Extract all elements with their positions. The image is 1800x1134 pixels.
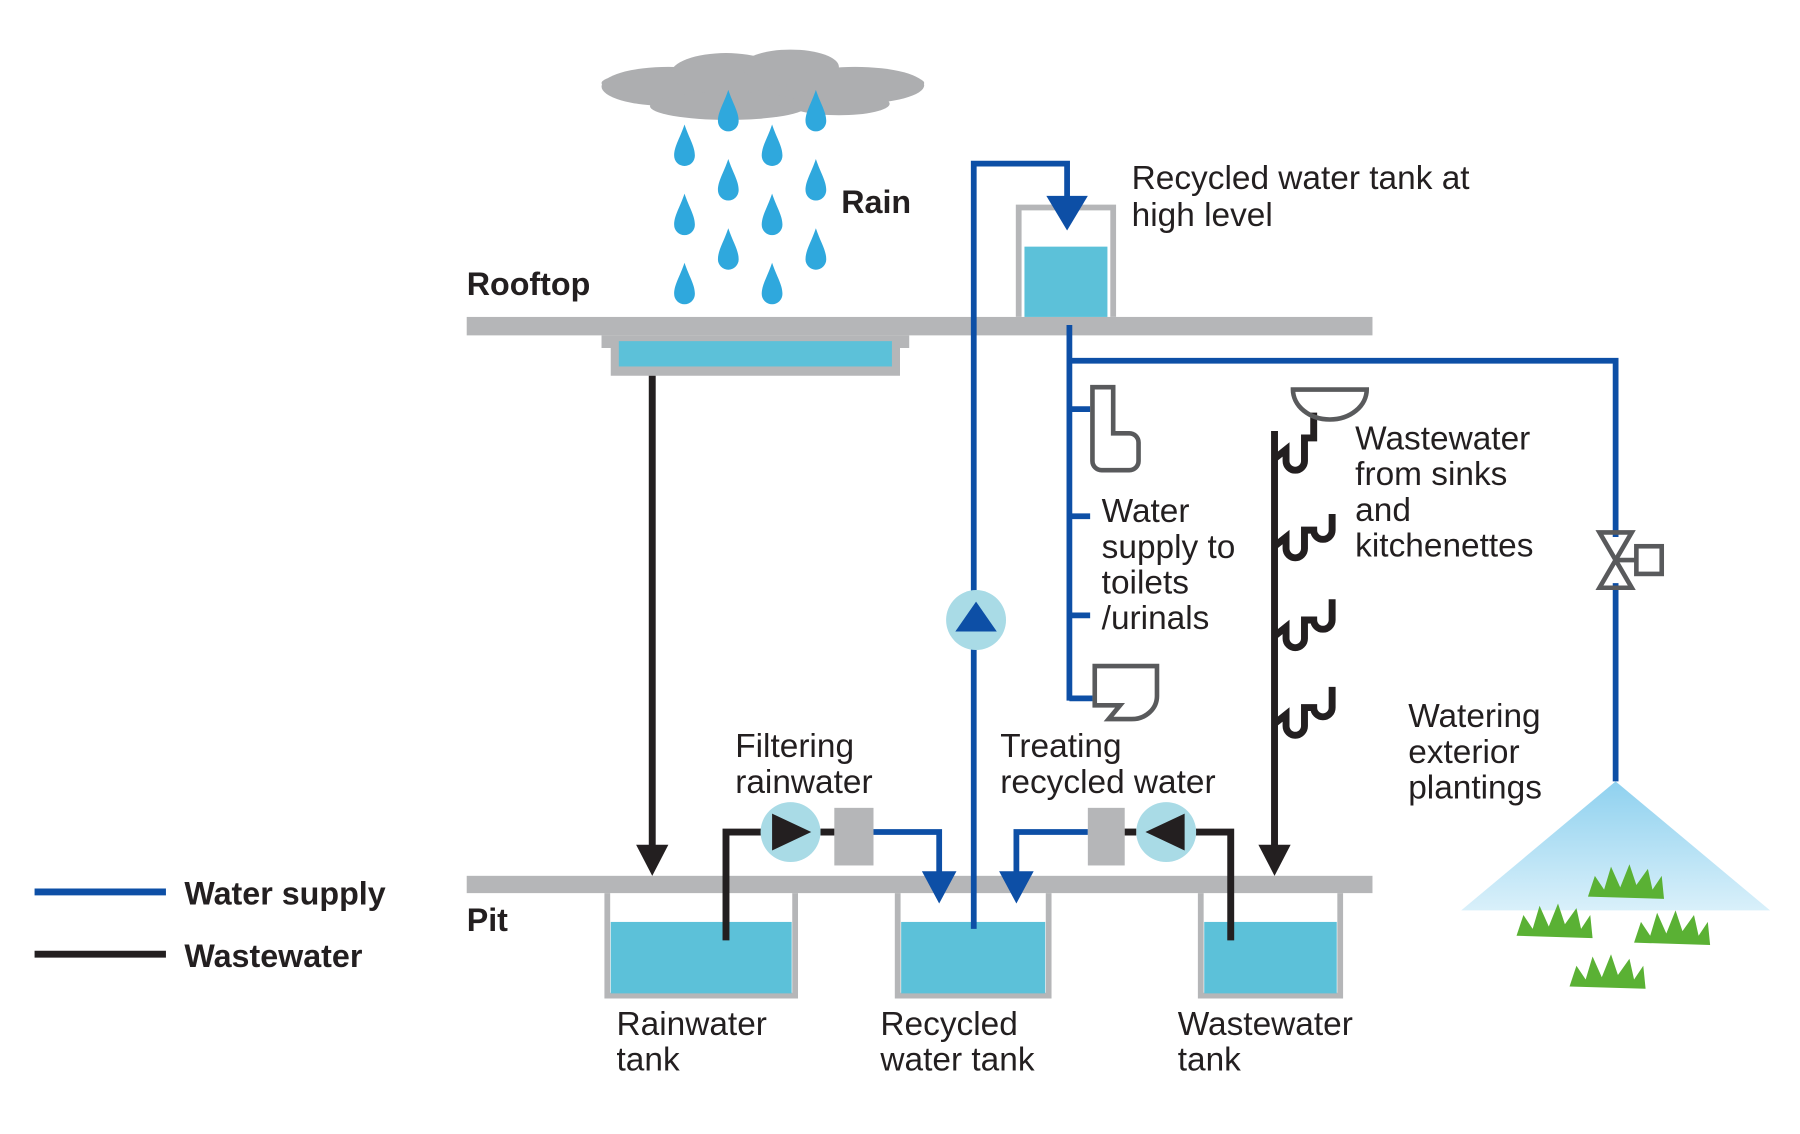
- wastewater-arrowheads: [636, 844, 1291, 876]
- treating-label: Treating recycled water: [1000, 728, 1215, 801]
- watering-label: Watering exterior plantings: [1408, 698, 1550, 806]
- grass-icon: [1516, 864, 1711, 989]
- rainwater-tank: [604, 893, 799, 999]
- pump-icon: [946, 590, 1007, 650]
- water-supply-pipes: [873, 160, 1619, 929]
- urinal-icon: [1090, 384, 1141, 473]
- legend-wastewater-label: Wastewater: [184, 938, 362, 974]
- high-tank-label: Recycled water tank at high level: [1132, 160, 1479, 234]
- cloud-icon: [601, 49, 925, 120]
- recycled-water-tank: [894, 893, 1052, 999]
- high-level-tank: [1015, 204, 1117, 317]
- rooftop-label: Rooftop: [467, 266, 591, 302]
- toilets-label: Water supply to toilets /urinals: [1102, 493, 1245, 637]
- raindrop-icon: [674, 89, 827, 305]
- filtering-pump-icon: [760, 802, 874, 866]
- rainwater-tank-label: Rainwater tank: [617, 1006, 777, 1079]
- water-supply-arrowheads: [921, 195, 1088, 904]
- wastewater-tank: [1197, 893, 1344, 999]
- legend: Water supply Wastewater: [34, 876, 386, 974]
- filtering-label: Filtering rainwater: [735, 728, 872, 801]
- treating-pump-icon: [1087, 802, 1197, 866]
- drain-hooks: [1272, 412, 1336, 739]
- rain-label: Rain: [841, 184, 911, 220]
- rooftop-slab: [466, 316, 1373, 376]
- wastewater-sinks-label: Wastewater from sinks and kitchenettes: [1355, 420, 1539, 564]
- toilet-icon: [1092, 663, 1160, 722]
- legend-water-supply-label: Water supply: [184, 876, 385, 912]
- pit-slab: [466, 875, 1373, 894]
- wastewater-pipes: [648, 375, 1278, 941]
- sprinkler-icon: [1461, 781, 1771, 911]
- sink-icon: [1290, 387, 1370, 422]
- pit-label: Pit: [467, 902, 508, 938]
- valve-icon: [1595, 530, 1665, 591]
- wastewater-tank-label: Wastewater tank: [1178, 1006, 1362, 1079]
- recycled-tank-label: Recycled water tank: [879, 1006, 1034, 1079]
